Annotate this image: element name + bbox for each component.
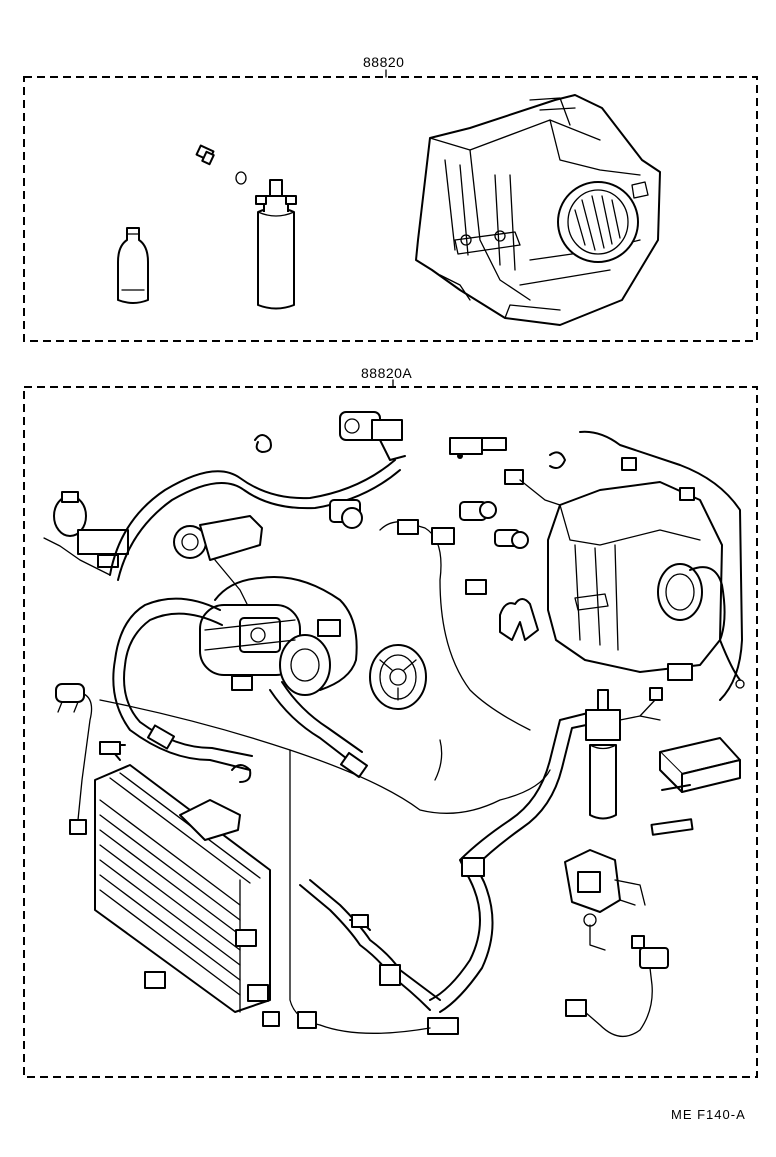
receiver-drier-part xyxy=(255,179,297,310)
tube-clamp-3 xyxy=(461,857,485,877)
liquid-tube-b xyxy=(309,879,441,1001)
amplifier-lead xyxy=(661,784,691,791)
discharge-fitting xyxy=(339,751,369,779)
kit-88820-label: 88820 xyxy=(363,54,405,70)
wire-harness-tail xyxy=(434,739,443,781)
amplifier-part xyxy=(659,737,741,793)
liquid-tube-c xyxy=(429,709,601,1001)
compressor-part xyxy=(199,575,358,696)
harness-connector-4 xyxy=(494,529,529,549)
pressure-switch-part xyxy=(565,935,669,1037)
harness-connector-2 xyxy=(431,527,455,545)
connector-part-b xyxy=(329,499,363,529)
figure-code-label: ME F140-A xyxy=(671,1107,746,1122)
harness-connector-1 xyxy=(397,519,419,535)
vacuum-hose-upper xyxy=(109,459,396,576)
oil-bottle-part xyxy=(117,227,149,304)
suction-hose-outer xyxy=(112,597,251,771)
tube-clamp-2 xyxy=(379,964,401,986)
label-strip-part xyxy=(650,818,694,836)
pulley-part xyxy=(369,644,427,710)
harness-connector-6 xyxy=(465,579,487,595)
hose-clamp-part xyxy=(254,434,272,453)
vsv-part xyxy=(339,411,406,461)
hose-clamp-part-2 xyxy=(231,764,252,783)
discharge-hose-inner xyxy=(281,681,363,753)
cooling-unit-part xyxy=(415,94,661,326)
suction-fitting xyxy=(146,724,176,750)
idle-up-actuator-part xyxy=(43,491,129,576)
connector-part-d xyxy=(427,1017,459,1035)
fitting-part xyxy=(195,144,215,166)
wire-lead-d xyxy=(319,1024,431,1034)
evaporator-unit-part xyxy=(547,430,745,701)
condenser-part xyxy=(94,741,271,1013)
discharge-hose-outer xyxy=(269,689,356,766)
clip-part xyxy=(549,451,566,469)
ambient-sensor-part xyxy=(55,683,93,835)
connector-part-a xyxy=(449,437,507,459)
kit-88820-group xyxy=(23,69,758,342)
harness-connector-3 xyxy=(459,501,497,521)
kit-88820A-label: 88820A xyxy=(361,365,413,381)
receiver-part xyxy=(585,687,663,820)
wire-harness-branch-down xyxy=(289,749,321,1026)
liquid-tube-a xyxy=(299,884,431,1011)
harness-connector-5 xyxy=(504,469,524,485)
kit-88820A-boundary xyxy=(23,386,758,1078)
magnetic-clutch-bracket-part xyxy=(173,515,263,611)
kit-88820-boundary xyxy=(23,76,758,342)
mount-bracket-part xyxy=(499,598,539,641)
cushion-part-2 xyxy=(262,1011,280,1027)
kit-88820A-group xyxy=(23,379,758,1078)
tube-clamp-1 xyxy=(351,914,369,928)
wire-harness-main xyxy=(99,699,551,814)
o-ring-part xyxy=(235,171,247,185)
expansion-valve-part xyxy=(564,849,646,951)
cushion-part-1 xyxy=(144,971,166,989)
connector-part-c xyxy=(297,1011,317,1029)
